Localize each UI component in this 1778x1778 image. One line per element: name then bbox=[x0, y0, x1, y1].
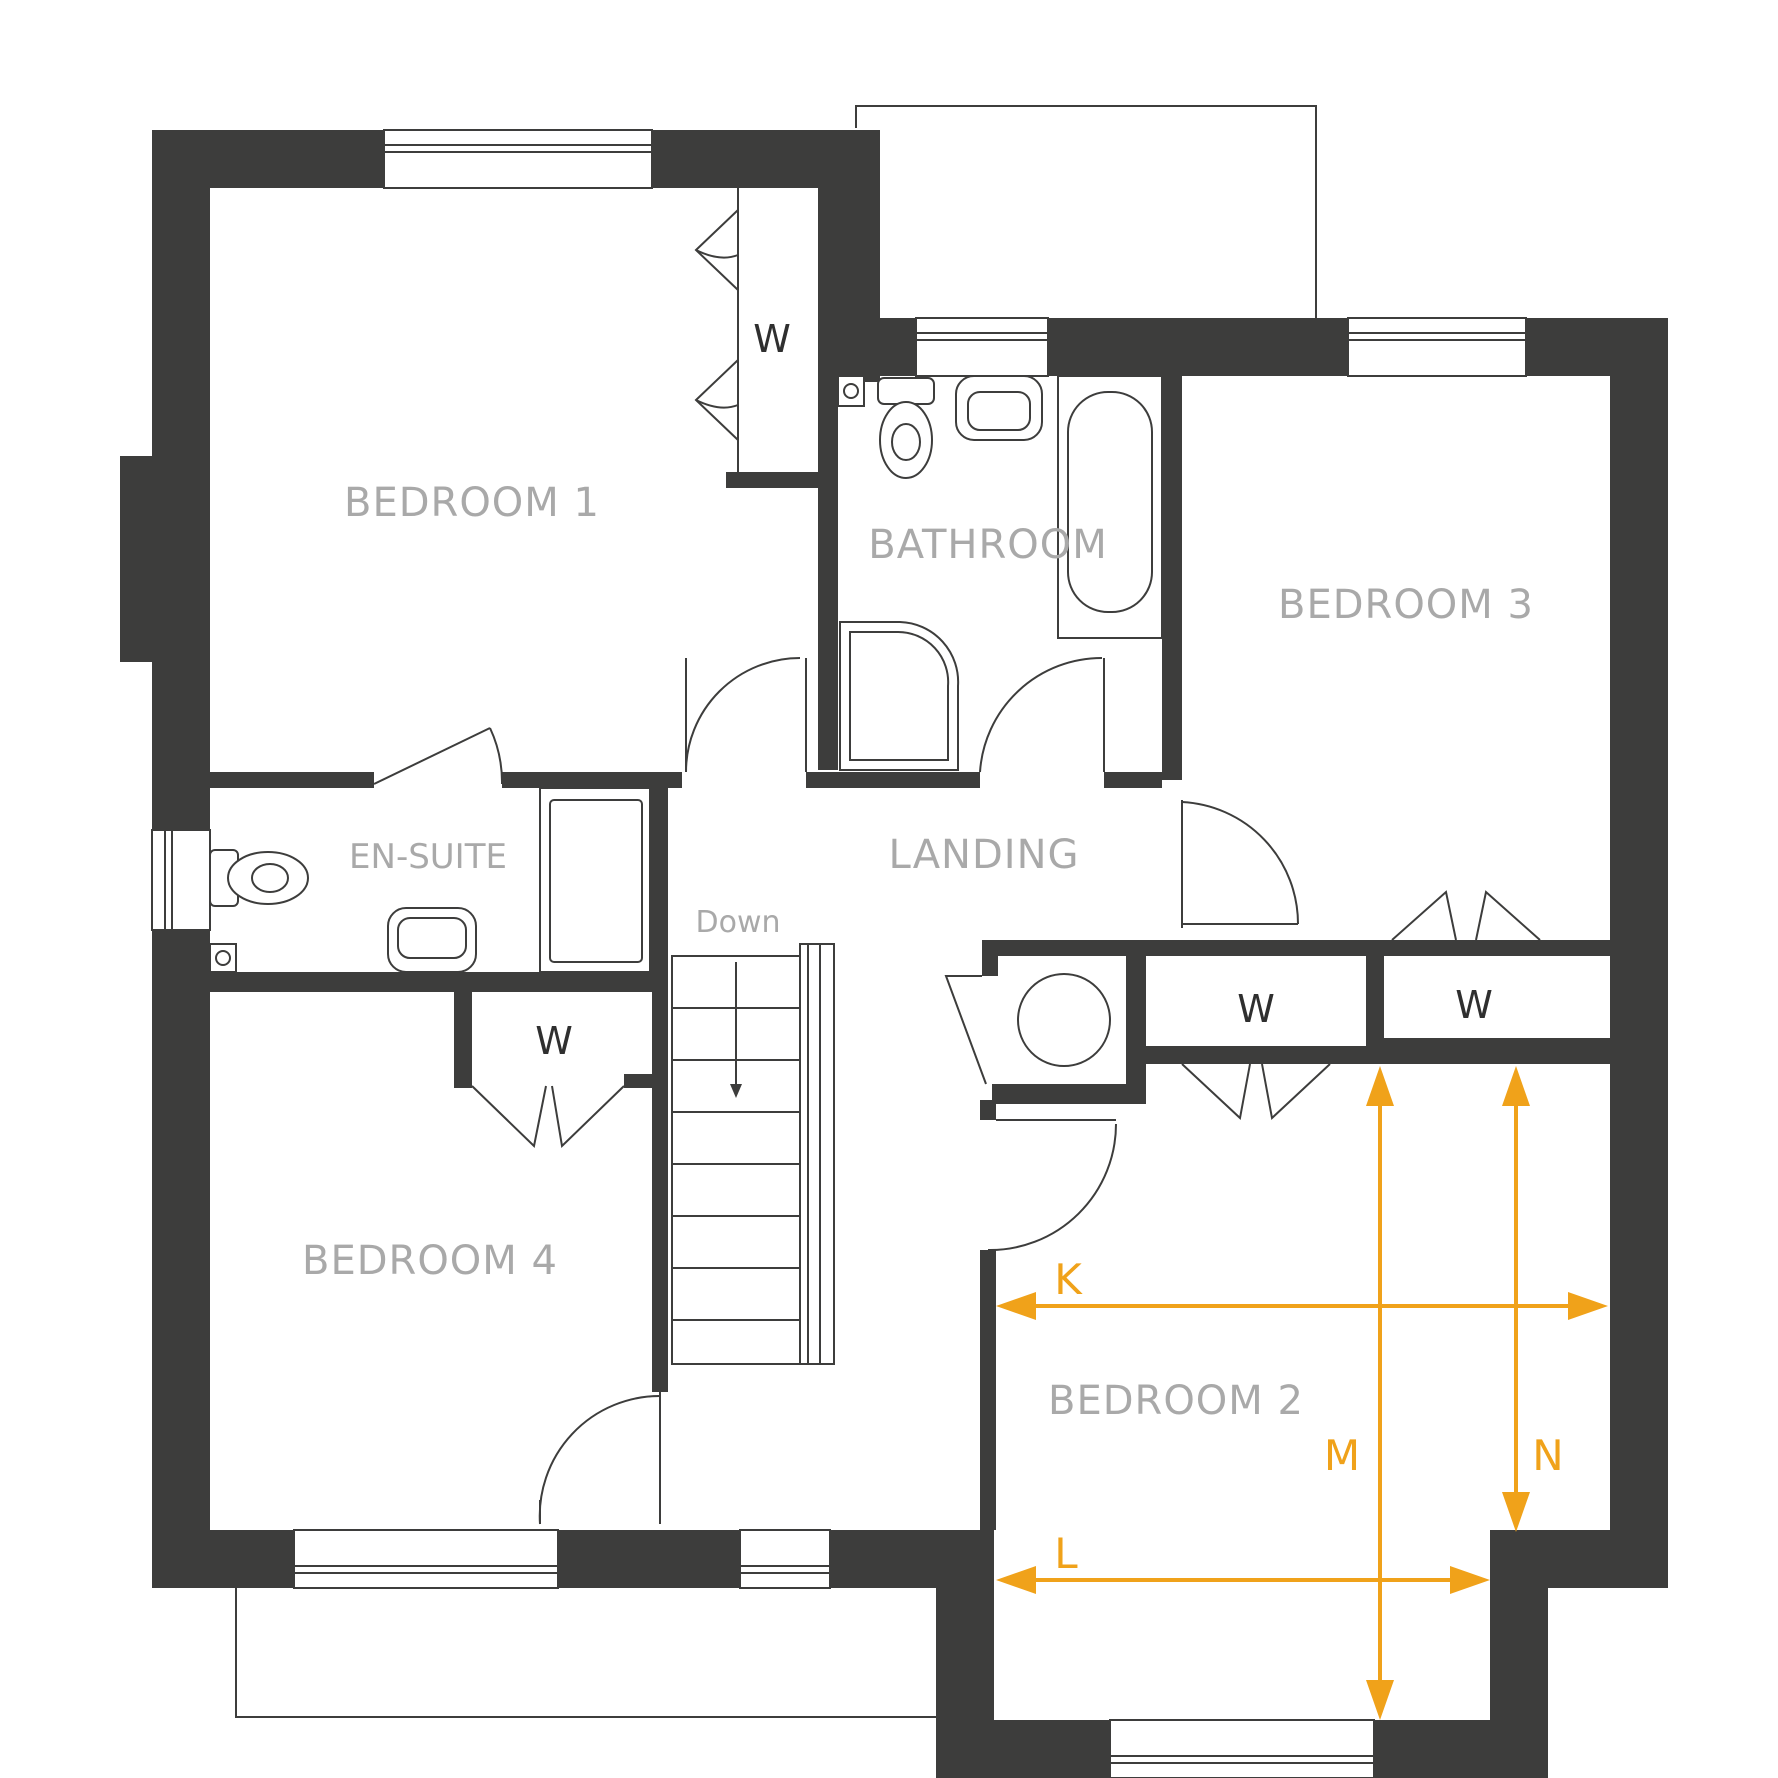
door-ensuite-leaf bbox=[373, 727, 491, 785]
wall-bed2-left bbox=[980, 1250, 996, 1530]
wall-landing-cupboards-top bbox=[982, 940, 1614, 956]
room-labels: BEDROOM 1 BATHROOM BEDROOM 3 EN-SUITE LA… bbox=[302, 317, 1534, 1424]
door-bedroom3-swing bbox=[1181, 801, 1300, 925]
label-bedroom3: BEDROOM 3 bbox=[1278, 582, 1534, 628]
chimney-breast bbox=[120, 456, 160, 662]
label-bedroom1: BEDROOM 1 bbox=[344, 480, 600, 526]
label-bedroom4: BEDROOM 4 bbox=[302, 1238, 558, 1284]
label-wardrobe-landing: W bbox=[1237, 987, 1275, 1031]
wall-wardrobe4-left bbox=[454, 972, 472, 1088]
label-wardrobe-bedroom4: W bbox=[535, 1019, 573, 1063]
wall-w3-divider bbox=[1366, 956, 1384, 1064]
wall-bathroom-bed3 bbox=[1162, 376, 1182, 780]
wall-bay-step bbox=[1490, 1530, 1668, 1588]
label-stairs-down: Down bbox=[695, 905, 780, 940]
label-ensuite: EN-SUITE bbox=[349, 837, 507, 877]
windows bbox=[151, 129, 1527, 1778]
door-bathroom-swing bbox=[979, 656, 1103, 773]
wardrobe-bedroom3-doors bbox=[1391, 890, 1457, 941]
wall-bed1-ensuite-a bbox=[210, 772, 374, 788]
wall-w3-bottom bbox=[1384, 1038, 1614, 1064]
fixtures bbox=[209, 375, 1163, 1067]
wall-bathroom-top-left bbox=[824, 318, 916, 376]
wall-bedroom2-bottom-right bbox=[1374, 1720, 1490, 1778]
wardrobe-bedroom4-doors bbox=[471, 1085, 547, 1148]
wall-bottom-left bbox=[152, 1530, 294, 1588]
window-bedroom2 bbox=[1109, 1719, 1375, 1778]
staircase[interactable] bbox=[671, 943, 835, 1365]
window-landing bbox=[739, 1529, 831, 1589]
door-cylinder-leaf bbox=[944, 975, 987, 1085]
wall-right bbox=[1610, 318, 1668, 1588]
dimension-n-label: N bbox=[1532, 1431, 1563, 1480]
door-ensuite-swing bbox=[489, 727, 504, 785]
walls bbox=[120, 130, 1668, 1778]
wall-ensuite-right bbox=[650, 788, 668, 972]
wall-ensuite-bed4 bbox=[210, 972, 668, 992]
wall-bed4-stairs bbox=[652, 972, 668, 1392]
wall-bed1-ensuite-b bbox=[502, 772, 682, 788]
label-bathroom: BATHROOM bbox=[868, 522, 1107, 568]
wall-bathroom-top bbox=[1048, 318, 1348, 376]
wall-left-lower bbox=[152, 930, 210, 1588]
wall-bedroom2-bottom-left bbox=[936, 1720, 1110, 1778]
wall-bathroom-bottom-a bbox=[806, 772, 980, 788]
window-ensuite bbox=[151, 829, 211, 931]
wall-bottom-mid bbox=[558, 1530, 740, 1588]
window-bedroom3 bbox=[1347, 317, 1527, 377]
wall-w2-bottom bbox=[1146, 1046, 1368, 1064]
wall-left-upper bbox=[152, 130, 210, 830]
window-bathroom bbox=[915, 317, 1049, 377]
door-bedroom4-swing bbox=[538, 1394, 661, 1525]
door-bedroom1-swing bbox=[685, 657, 801, 773]
label-landing: LANDING bbox=[888, 832, 1079, 878]
porch-outline-bottom bbox=[235, 1588, 938, 1718]
dimension-k-label: K bbox=[1054, 1255, 1083, 1304]
stair-balustrade bbox=[799, 943, 835, 1365]
wardrobe-landing-doors bbox=[1181, 1063, 1251, 1120]
stair-flight[interactable] bbox=[671, 955, 807, 1365]
window-bedroom1 bbox=[383, 129, 653, 189]
wardrobes bbox=[471, 188, 1541, 1149]
wardrobe-bedroom1-door-a bbox=[694, 209, 739, 291]
dimension-l-label: L bbox=[1054, 1529, 1078, 1578]
door-bedroom2-swing bbox=[987, 1123, 1117, 1252]
label-bedroom2: BEDROOM 2 bbox=[1048, 1378, 1304, 1424]
balcony-outline-top bbox=[855, 105, 1317, 318]
hot-water-cylinder bbox=[1017, 973, 1111, 1067]
toilet-bathroom-cistern bbox=[877, 377, 935, 405]
window-bedroom4 bbox=[293, 1529, 559, 1589]
wall-cylinder-left-stub bbox=[982, 956, 998, 976]
external-outlines bbox=[235, 105, 1317, 1718]
wall-cylinder-right bbox=[1126, 956, 1146, 1100]
wall-bathroom-bottom-b bbox=[1104, 772, 1162, 788]
wall-wardrobe4-right-stub bbox=[624, 1074, 652, 1088]
doors bbox=[373, 656, 1300, 1525]
label-wardrobe-bedroom1: W bbox=[753, 317, 791, 361]
dimension-m-label: M bbox=[1324, 1431, 1360, 1480]
wall-wardrobe1-bottom bbox=[726, 472, 830, 488]
wardrobe-bedroom1-door-b bbox=[694, 359, 739, 441]
label-wardrobe-bedroom3: W bbox=[1455, 983, 1493, 1027]
dimension-markers: K L M N bbox=[996, 1066, 1608, 1720]
wall-landing-stub bbox=[980, 1100, 996, 1120]
wall-cylinder-bottom bbox=[992, 1084, 1146, 1104]
